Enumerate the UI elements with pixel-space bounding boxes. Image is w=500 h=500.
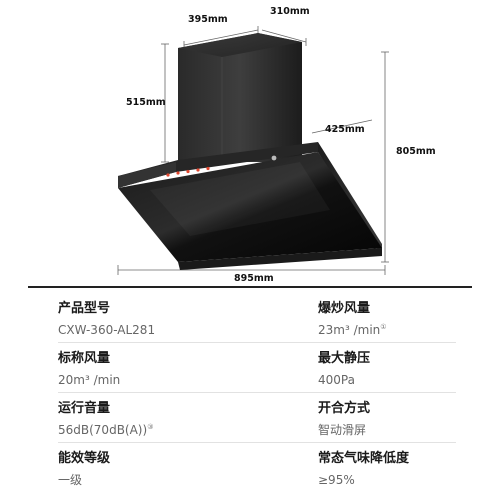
spec-value: 23m³ /min① [318, 323, 387, 337]
spec-value: 56dB(70dB(A))③ [58, 423, 154, 437]
range-hood-illustration [117, 26, 389, 275]
spec-noise: 运行音量 56dB(70dB(A))③ [58, 400, 258, 438]
spec-label: 标称风量 [58, 351, 111, 366]
spec-boost-airflow: 爆炒风量 23m³ /min① [318, 300, 500, 338]
spec-rated-airflow: 标称风量 20m³ /min [58, 350, 258, 388]
spec-opening-mode: 开合方式 智动滑屏 [318, 400, 500, 438]
spec-label: 运行音量 [58, 401, 111, 416]
row-separator [58, 342, 456, 343]
bottom-lip [178, 248, 382, 270]
product-diagram: 395mm 310mm 515mm 425mm 805mm 895mm [117, 6, 436, 284]
spec-table: 产品型号 CXW-360-AL281 爆炒风量 23m³ /min① 标称风量 … [0, 296, 500, 500]
glass-panel [118, 152, 382, 262]
spec-model: 产品型号 CXW-360-AL281 [58, 300, 258, 338]
spec-label: 开合方式 [318, 401, 371, 416]
spec-label: 产品型号 [58, 301, 111, 316]
sensor-icon [271, 155, 277, 161]
dim-total-width: 895mm [234, 273, 274, 284]
dim-top-depth: 310mm [270, 6, 310, 17]
spec-value: 智动滑屏 [318, 423, 367, 437]
spec-value: 400Pa [318, 373, 355, 387]
dim-chimney-height: 515mm [126, 97, 166, 108]
spec-max-pressure: 最大静压 400Pa [318, 350, 500, 388]
dim-panel-depth: 425mm [325, 124, 365, 135]
spec-label: 爆炒风量 [318, 301, 371, 316]
dimension-lines [117, 26, 389, 275]
row-separator [58, 392, 456, 393]
spec-value: 一级 [58, 473, 83, 487]
spec-odor-reduction: 常态气味降低度 ≥95% [318, 450, 500, 488]
dim-total-height: 805mm [396, 146, 436, 157]
spec-value: ≥95% [318, 473, 355, 487]
spec-label: 最大静压 [318, 351, 371, 366]
row-separator [58, 442, 456, 443]
spec-label: 常态气味降低度 [318, 451, 410, 466]
control-lights [166, 155, 277, 177]
spec-energy-grade: 能效等级 一级 [58, 450, 258, 488]
hood-body [118, 142, 318, 188]
spec-value: 20m³ /min [58, 373, 121, 387]
spec-label: 能效等级 [58, 451, 111, 466]
section-divider [28, 286, 472, 288]
dim-top-width: 395mm [188, 14, 228, 25]
spec-value: CXW-360-AL281 [58, 323, 156, 337]
chimney [178, 33, 302, 162]
